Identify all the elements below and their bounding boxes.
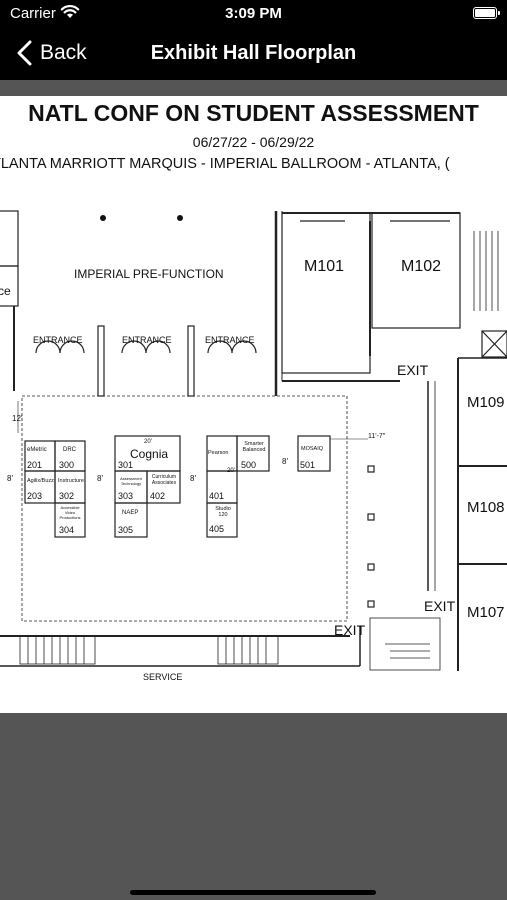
floorplan-venue: TLANTA MARRIOTT MARQUIS - IMPERIAL BALLR… xyxy=(0,156,450,172)
booth-number[interactable]: 305 xyxy=(118,525,134,535)
dimension-label: 8' xyxy=(97,474,103,483)
booth-name[interactable]: Smarter Balanced xyxy=(242,441,266,453)
entrance-label: ENTRANCE xyxy=(33,335,83,345)
room-label: M101 xyxy=(304,258,345,275)
booth-number[interactable]: 201 xyxy=(27,460,43,470)
booth-number[interactable]: 304 xyxy=(59,525,75,535)
exit-label: EXIT xyxy=(397,362,429,378)
floorplan-title: NATL CONF ON STUDENT ASSESSMENT xyxy=(28,100,479,126)
dimension-label: 20' xyxy=(144,439,152,445)
partial-room-label: ce xyxy=(0,284,11,298)
room-label: M102 xyxy=(401,258,442,275)
booth-name[interactable]: Instructure xyxy=(58,478,84,484)
floorplan-image[interactable]: NATL CONF ON STUDENT ASSESSMENT 06/27/22… xyxy=(0,96,507,713)
booth-name[interactable]: Agilix/Buzz xyxy=(27,478,54,484)
dimension-label: 8' xyxy=(282,457,288,466)
booth-name[interactable]: Curriculum Associates xyxy=(151,474,177,486)
booth-name[interactable]: Cognia xyxy=(130,447,169,461)
booth-number[interactable]: 203 xyxy=(27,491,43,501)
booth-number[interactable]: 302 xyxy=(59,491,75,501)
status-time: 3:09 PM xyxy=(225,5,282,22)
booth-number[interactable]: 405 xyxy=(209,524,225,534)
exit-label: EXIT xyxy=(334,622,366,638)
booth-number[interactable]: 401 xyxy=(209,491,225,501)
booth-number[interactable]: 501 xyxy=(300,460,316,470)
dimension-label: 8' xyxy=(7,474,13,483)
booth-number[interactable]: 303 xyxy=(118,491,134,501)
service-label: SERVICE xyxy=(143,672,183,682)
room-label: M109 xyxy=(467,394,505,411)
booth-name[interactable]: Assessment Technology xyxy=(120,476,142,486)
status-bar: Carrier 3:09 PM xyxy=(0,0,507,28)
booth-name[interactable]: Studio 120 xyxy=(215,506,231,518)
booth-name[interactable]: Pearson xyxy=(208,450,229,456)
booth-number[interactable]: 301 xyxy=(118,460,134,470)
chevron-left-icon xyxy=(17,40,32,66)
entrance-label: ENTRANCE xyxy=(205,335,255,345)
dimension-label: 20' xyxy=(227,468,235,474)
floorplan-drawing xyxy=(0,210,507,671)
exit-label: EXIT xyxy=(424,598,456,614)
booth-name[interactable]: DRC xyxy=(63,447,76,453)
dimension-label: 12' xyxy=(12,414,23,423)
booth-number[interactable]: 300 xyxy=(59,460,75,470)
booth-number[interactable]: 500 xyxy=(241,460,257,470)
battery-icon xyxy=(473,7,500,19)
back-button[interactable]: Back xyxy=(14,38,87,68)
room-label: M108 xyxy=(467,499,505,516)
home-indicator[interactable] xyxy=(130,890,376,895)
booth-name[interactable]: Accessible Video Productions xyxy=(59,505,81,520)
navigation-bar: Back Exhibit Hall Floorplan xyxy=(0,28,507,80)
wifi-icon xyxy=(60,5,80,18)
carrier-label: Carrier xyxy=(10,5,56,22)
dimension-label: 11'-7" xyxy=(368,433,386,440)
prefunction-label: IMPERIAL PRE-FUNCTION xyxy=(74,267,224,281)
entrance-label: ENTRANCE xyxy=(122,335,172,345)
booth-name[interactable]: NAEP xyxy=(122,510,139,516)
booth-name[interactable]: eMetric xyxy=(27,447,47,453)
floorplan-dates: 06/27/22 - 06/29/22 xyxy=(192,134,315,150)
room-label: M107 xyxy=(467,604,505,621)
dimension-label: 8' xyxy=(190,474,196,483)
back-label: Back xyxy=(40,41,87,64)
booth-number[interactable]: 402 xyxy=(150,491,166,501)
booth-name[interactable]: MOSAIQ xyxy=(301,446,324,452)
